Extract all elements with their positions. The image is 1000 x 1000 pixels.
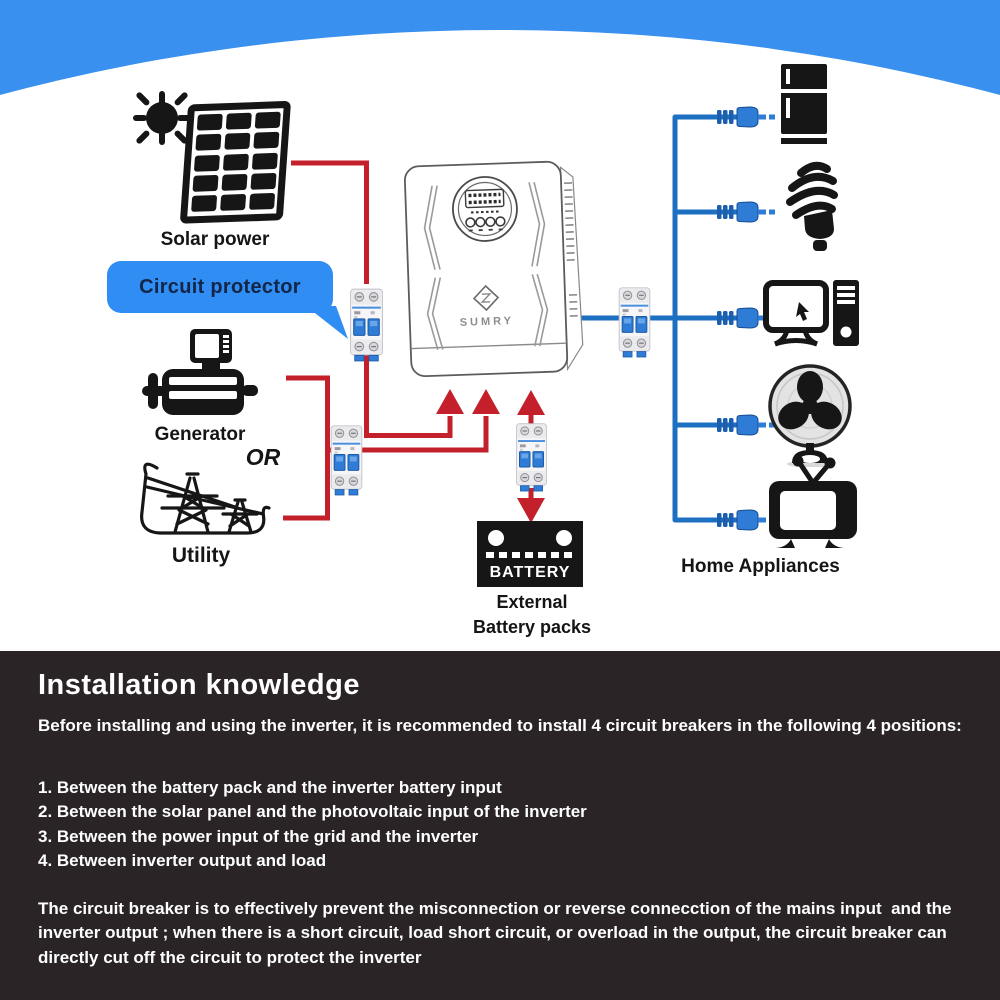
sun-icon: [133, 91, 191, 145]
battery-label: BATTERY: [489, 564, 571, 581]
generator-label: Generator: [154, 424, 246, 445]
arrow-battery-up: [517, 390, 545, 415]
wire-generator-utility-bus: [283, 375, 330, 521]
brand-diamond-icon: [472, 284, 500, 312]
battery-terminal: [488, 530, 504, 546]
or-label: OR: [245, 444, 281, 470]
info-item-3: 3. Between the power input of the grid a…: [38, 826, 479, 846]
plug-icon: [711, 201, 775, 223]
home-appliances-label: Home Appliances: [681, 556, 840, 577]
info-item-1: 1. Between the battery pack and the inve…: [38, 777, 502, 797]
arrow-pv-input: [436, 389, 464, 414]
battery-dashes: [486, 552, 574, 558]
info-item-4: 4. Between inverter output and load: [38, 851, 327, 870]
info-item-2: 2. Between the solar panel and the photo…: [38, 802, 587, 821]
battery-pack: BATTERY: [477, 521, 583, 587]
breaker-battery-icon: [516, 423, 547, 492]
wiring-diagram: Solar power Circuit protector Generator …: [107, 64, 859, 637]
utility-label: Utility: [171, 544, 231, 567]
computer-icon: [763, 280, 859, 347]
wire-solar-to-inverter: [364, 355, 453, 438]
info-title: Installation knowledge: [38, 669, 360, 701]
wire-appliance-bus: [672, 114, 712, 523]
circuit-protector-callout: Circuit protector: [107, 261, 333, 313]
wire-ac-to-inverter: [327, 416, 489, 453]
arrow-battery-down: [517, 498, 545, 523]
cfl-bulb-icon: [786, 161, 838, 251]
breaker-ac-input-icon: [330, 425, 363, 496]
arrow-ac-input: [472, 389, 500, 414]
breaker-output-icon: [618, 287, 651, 358]
solar-power-label: Solar power: [160, 229, 270, 250]
refrigerator-icon: [781, 64, 827, 144]
inverter-brand-text: SUMRY: [460, 315, 515, 329]
utility-icon: [140, 462, 271, 535]
tv-icon: [769, 455, 857, 548]
plug-icon: [711, 106, 775, 128]
inverter-device: SUMRY: [403, 160, 584, 378]
solar-panel-icon: [180, 101, 291, 224]
callout-tail: [306, 306, 348, 339]
installation-knowledge-panel: Installation knowledge Before installing…: [0, 651, 1000, 1000]
wire-solar: [291, 160, 369, 284]
top-banner: [0, 0, 1000, 175]
battery-caption: External Battery packs: [472, 592, 592, 637]
info-intro: Before installing and using the inverter…: [38, 716, 962, 735]
battery-terminal: [556, 530, 572, 546]
generator-icon: [142, 329, 258, 415]
fan-icon: [768, 364, 852, 467]
info-note: The circuit breaker is to effectively pr…: [38, 898, 957, 967]
